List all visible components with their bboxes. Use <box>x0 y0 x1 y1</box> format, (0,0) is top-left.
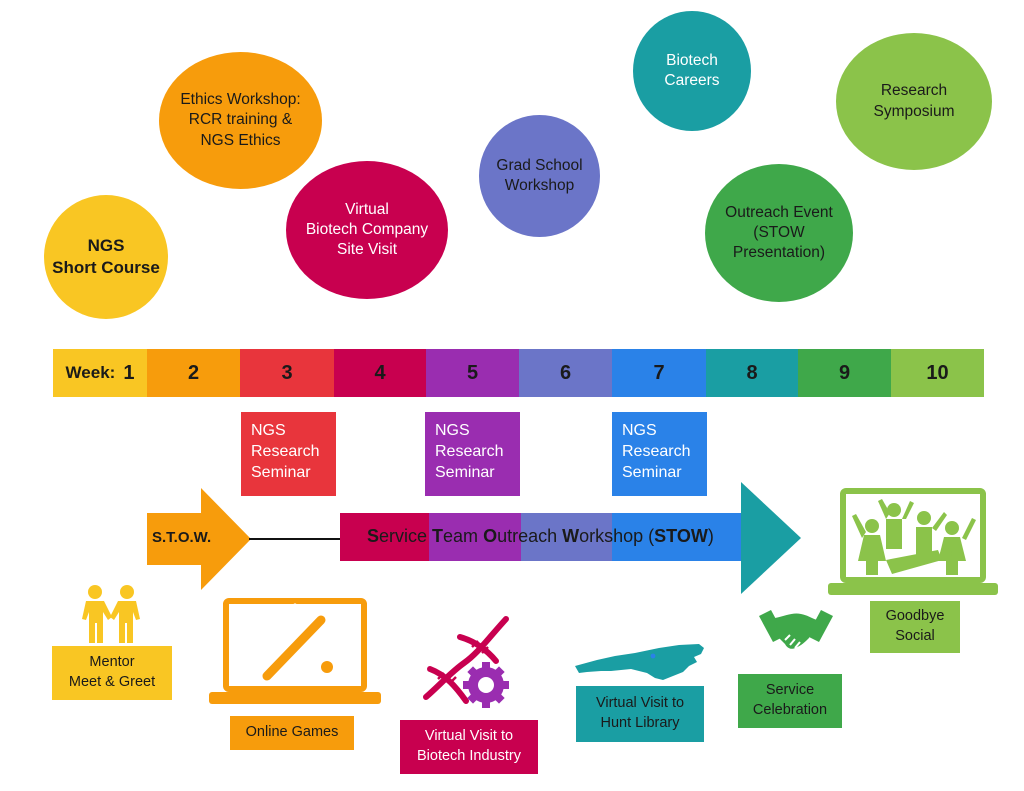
week-segment-2: 2 <box>147 349 240 397</box>
stow-arrow-label: S.T.O.W. <box>152 529 212 546</box>
mentor-meet-greet-label: Mentor Meet & Greet <box>52 646 172 700</box>
stow-letter-o: O <box>483 526 498 546</box>
virtual-visit-biotech-industry-label: Virtual Visit to Biotech Industry <box>400 720 538 774</box>
bubble-ngs-short-course: NGS Short Course <box>44 195 168 319</box>
stow-arrow-shape <box>147 488 251 590</box>
week-segment-9: 9 <box>798 349 891 397</box>
stow-banner-segment-4 <box>340 513 429 561</box>
week-number-10: 10 <box>926 361 949 384</box>
bubble-outreach-event: Outreach Event (STOW Presentation) <box>705 164 853 302</box>
week-segment-8: 8 <box>706 349 798 397</box>
two-people-handshake-icon <box>82 585 140 643</box>
seminar-box-week-7: NGS Research Seminar <box>612 412 707 496</box>
stow-close-paren: ) <box>707 526 714 546</box>
stow-banner-segment-5 <box>429 513 521 561</box>
stow-connector-line <box>249 538 341 540</box>
week-number-1: 1 <box>123 361 135 384</box>
seminar-box-week-5: NGS Research Seminar <box>425 412 520 496</box>
stow-banner-arrowhead <box>741 482 801 594</box>
week-segment-6: 6 <box>519 349 612 397</box>
week-prefix-label: Week: <box>65 363 116 382</box>
week-number-7: 7 <box>653 361 665 384</box>
week-number-8: 8 <box>746 361 758 384</box>
week-number-3: 3 <box>281 361 293 384</box>
dna-gear-icon <box>423 616 509 708</box>
stow-acronym: STOW <box>654 526 708 546</box>
week-number-6: 6 <box>559 361 572 384</box>
week-segment-10: 10 <box>891 349 984 397</box>
bubble-virtual-biotech-site-visit: Virtual Biotech Company Site Visit <box>286 161 448 299</box>
service-celebration-label: Service Celebration <box>738 674 842 728</box>
laptop-party-people-icon <box>828 488 998 595</box>
bubble-research-symposium-label: Research Symposium <box>873 82 955 120</box>
bubble-ethics-workshop-label: Ethics Workshop: RCR training & NGS Ethi… <box>180 91 301 149</box>
bubble-ethics-workshop: Ethics Workshop: RCR training & NGS Ethi… <box>159 52 322 189</box>
week-segment-3: 3 <box>240 349 334 397</box>
bubble-grad-school-workshop-label: Grad School Workshop <box>496 156 583 194</box>
week-number-9: 9 <box>838 361 851 384</box>
week-number-2: 2 <box>187 361 200 384</box>
week-segment-1: Week: 1 <box>53 349 147 397</box>
goodbye-social-label: Goodbye Social <box>870 601 960 653</box>
stow-letter-s: S <box>367 526 380 546</box>
online-games-label: Online Games <box>230 716 354 750</box>
bubble-virtual-biotech-site-visit-label: Virtual Biotech Company Site Visit <box>305 200 429 259</box>
bubble-ngs-short-course-label: NGS Short Course <box>52 235 160 277</box>
stow-word-outreach: utreach <box>497 526 563 546</box>
stow-letter-t: T <box>432 526 444 546</box>
bubble-biotech-careers-label: Biotech Careers <box>664 51 720 89</box>
bubble-outreach-event-label: Outreach Event (STOW Presentation) <box>725 203 833 262</box>
laptop-baseball-bat-icon <box>209 598 381 704</box>
stow-banner-segment-6 <box>521 513 612 561</box>
stow-banner-text: Service Team Outreach Workshop (STOW) <box>367 526 714 547</box>
stow-word-workshop: orkshop ( <box>579 526 655 546</box>
week-number-4: 4 <box>374 361 386 384</box>
week-number-5: 5 <box>466 361 479 384</box>
week-segment-4: 4 <box>334 349 426 397</box>
handshake-icon <box>759 610 833 649</box>
stow-letter-w: W <box>562 526 580 546</box>
bubble-grad-school-workshop: Grad School Workshop <box>479 115 600 237</box>
stow-word-team: eam <box>443 526 484 546</box>
week-segment-5: 5 <box>426 349 519 397</box>
north-carolina-map-icon <box>575 644 704 680</box>
virtual-visit-hunt-library-label: Virtual Visit to Hunt Library <box>576 686 704 742</box>
bubble-research-symposium: Research Symposium <box>836 33 992 170</box>
stow-banner-segment-7 <box>612 513 742 561</box>
bubble-biotech-careers: Biotech Careers <box>633 11 751 131</box>
seminar-box-week-3: NGS Research Seminar <box>241 412 336 496</box>
week-segment-7: 7 <box>612 349 706 397</box>
stow-word-service: ervice <box>379 526 433 546</box>
